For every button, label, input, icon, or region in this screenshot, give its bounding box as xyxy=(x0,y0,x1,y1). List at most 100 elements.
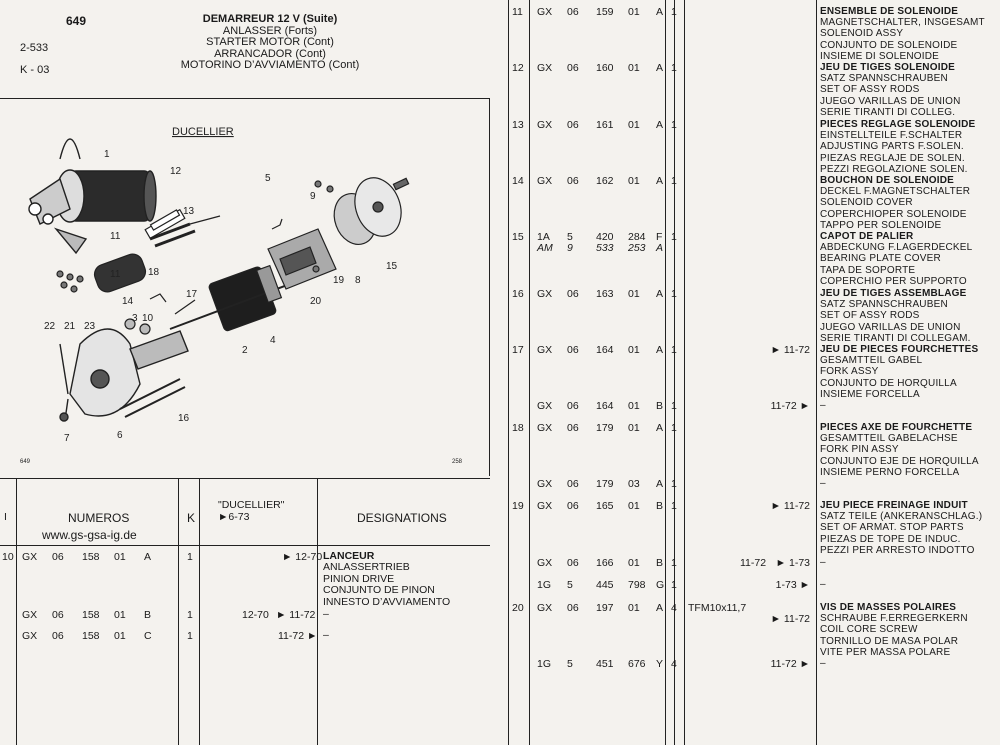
designation: – xyxy=(820,557,826,568)
title-en: STARTER MOTOR (Cont) xyxy=(206,36,334,48)
title-it: MOTORINO D’AVVIAMENTO (Cont) xyxy=(180,59,360,71)
callout-16: 16 xyxy=(178,413,190,424)
col-ducellier-header: "DUCELLIER" xyxy=(218,499,285,511)
cell-a: GX xyxy=(537,478,553,490)
cell-a: GX xyxy=(537,119,553,131)
designation-line: SERIE TIRANTI DI COLLEGAM. xyxy=(820,332,971,344)
cell-k: 4 xyxy=(671,602,677,614)
cell-idx: 11 xyxy=(512,6,523,18)
cell-dimension: TFM10x11,7 xyxy=(688,602,747,614)
col-ducellier-sub: ►6-73 xyxy=(218,511,250,523)
designation-title: ENSEMBLE DE SOLENOIDE xyxy=(820,6,959,17)
col-numeros-header: NUMEROS xyxy=(68,511,130,525)
designation: – xyxy=(820,478,826,489)
cell-b: 06 xyxy=(567,175,579,187)
designation-title: BOUCHON DE SOLENOIDE xyxy=(820,175,955,186)
callout-6: 6 xyxy=(117,430,123,441)
callout-20: 20 xyxy=(310,296,322,307)
cell-c: 165 xyxy=(596,500,614,512)
callout-1: 1 xyxy=(104,149,110,160)
designation-line: COPERCHIOPER SOLENOIDE xyxy=(820,208,967,220)
cell-a: GX xyxy=(537,422,553,434)
designation-line: SET OF ASSY RODS xyxy=(820,84,920,96)
cell-idx: 18 xyxy=(512,422,524,434)
cell-e: A xyxy=(656,119,664,131)
cell-d: 798 xyxy=(628,579,646,591)
small-hardware xyxy=(56,180,334,335)
cell-c: 451 xyxy=(596,658,614,670)
cell-b: 06 xyxy=(567,557,579,569)
cell-e: F xyxy=(656,231,663,243)
callout-4: 4 xyxy=(270,335,276,346)
callout-11a: 11 xyxy=(110,231,121,242)
drive-end-housing xyxy=(59,328,189,422)
designation-title: JEU DE TIGES ASSEMBLAGE xyxy=(820,288,967,299)
cell-a: 1G xyxy=(537,579,552,591)
title-fr: DEMARREUR 12 V (Suite) xyxy=(202,13,338,25)
callout-23: 23 xyxy=(84,321,96,332)
cell-alt-e: A xyxy=(656,242,664,254)
callout-18: 18 xyxy=(148,267,160,278)
callout-7: 7 xyxy=(64,433,70,444)
designation-line: SATZ TEILE (ANKERANSCHLAG.) xyxy=(820,511,983,523)
callout-3: 3 xyxy=(132,313,138,324)
designation-line: SET OF ASSY RODS xyxy=(820,310,920,322)
page-number: 649 xyxy=(66,14,87,28)
designation-line: SCHRAUBE F.ERREGERKERN xyxy=(820,613,968,625)
cell-c: 164 xyxy=(596,344,614,356)
designation-title: VIS DE MASSES POLAIRES xyxy=(820,602,957,613)
cell-c: 166 xyxy=(596,557,614,569)
callout-15: 15 xyxy=(386,261,398,272)
cell-e: A xyxy=(656,344,664,356)
designation-line: MAGNETSCHALTER, INSGESAMT xyxy=(820,17,985,29)
cell-b: 06 xyxy=(567,288,579,300)
designation-title: JEU PIECE FREINAGE INDUIT xyxy=(820,500,968,511)
designation-line: GESAMTTEIL GABELACHSE xyxy=(820,433,958,445)
solenoid xyxy=(93,208,186,293)
cell-idx: 12 xyxy=(512,62,524,74)
designation-line: TAPA DE SOPORTE xyxy=(820,264,916,276)
end-cover xyxy=(333,177,410,245)
cell-k: 1 xyxy=(671,231,677,243)
designation-line: – xyxy=(820,579,826,590)
page-title: DEMARREUR 12 V (Suite) ANLASSER (Forts) … xyxy=(150,13,390,72)
callout-17: 17 xyxy=(186,289,198,300)
designation-title: PIECES AXE DE FOURCHETTE xyxy=(820,422,973,433)
cell-k: 1 xyxy=(671,400,677,412)
cell-k: 1 xyxy=(671,579,677,591)
designation-line: VITE PER MASSA POLARE xyxy=(820,646,951,658)
cell-c: 179 xyxy=(596,478,614,490)
cell-alt-c: 533 xyxy=(596,242,614,254)
left-parts-table: I NUMEROS www.gs-gsa-ig.de K "DUCELLIER"… xyxy=(0,478,490,745)
col-k-header: K xyxy=(187,511,196,525)
cell-d: 284 xyxy=(628,231,646,243)
cell-a: GX xyxy=(537,288,553,300)
designation-line: ADJUSTING PARTS F.SOLEN. xyxy=(820,141,964,153)
cell-d: 676 xyxy=(628,658,646,670)
callout-numbers: 1 2 3 4 5 6 7 8 9 10 11 11 12 13 14 15 1… xyxy=(44,149,398,444)
designation-line: INSIEME PERNO FORCELLA xyxy=(820,466,960,478)
designation-line: FORK ASSY xyxy=(820,366,879,378)
designation-line: JUEGO VARILLAS DE UNION xyxy=(820,321,961,333)
cell-k: 1 xyxy=(671,500,677,512)
designation-line: PEZZI REGOLAZIONE SOLEN. xyxy=(820,163,968,175)
cell-from: 11-72 xyxy=(740,557,767,569)
cell-d: 01 xyxy=(628,422,640,434)
callout-9: 9 xyxy=(310,191,316,202)
cell-idx: 14 xyxy=(512,175,524,187)
cell-k: 1 xyxy=(671,557,677,569)
cell-to: 1-73 ► xyxy=(775,579,810,591)
callout-13: 13 xyxy=(183,206,195,217)
cell-idx: 16 xyxy=(512,288,524,300)
title-de: ANLASSER (Forts) xyxy=(222,24,318,37)
website-link[interactable]: www.gs-gsa-ig.de xyxy=(42,528,137,542)
brand-label: DUCELLIER xyxy=(172,126,234,138)
cell-d: 01 xyxy=(628,344,640,356)
starter-motor-drawing: DUCELLIER xyxy=(20,126,463,465)
